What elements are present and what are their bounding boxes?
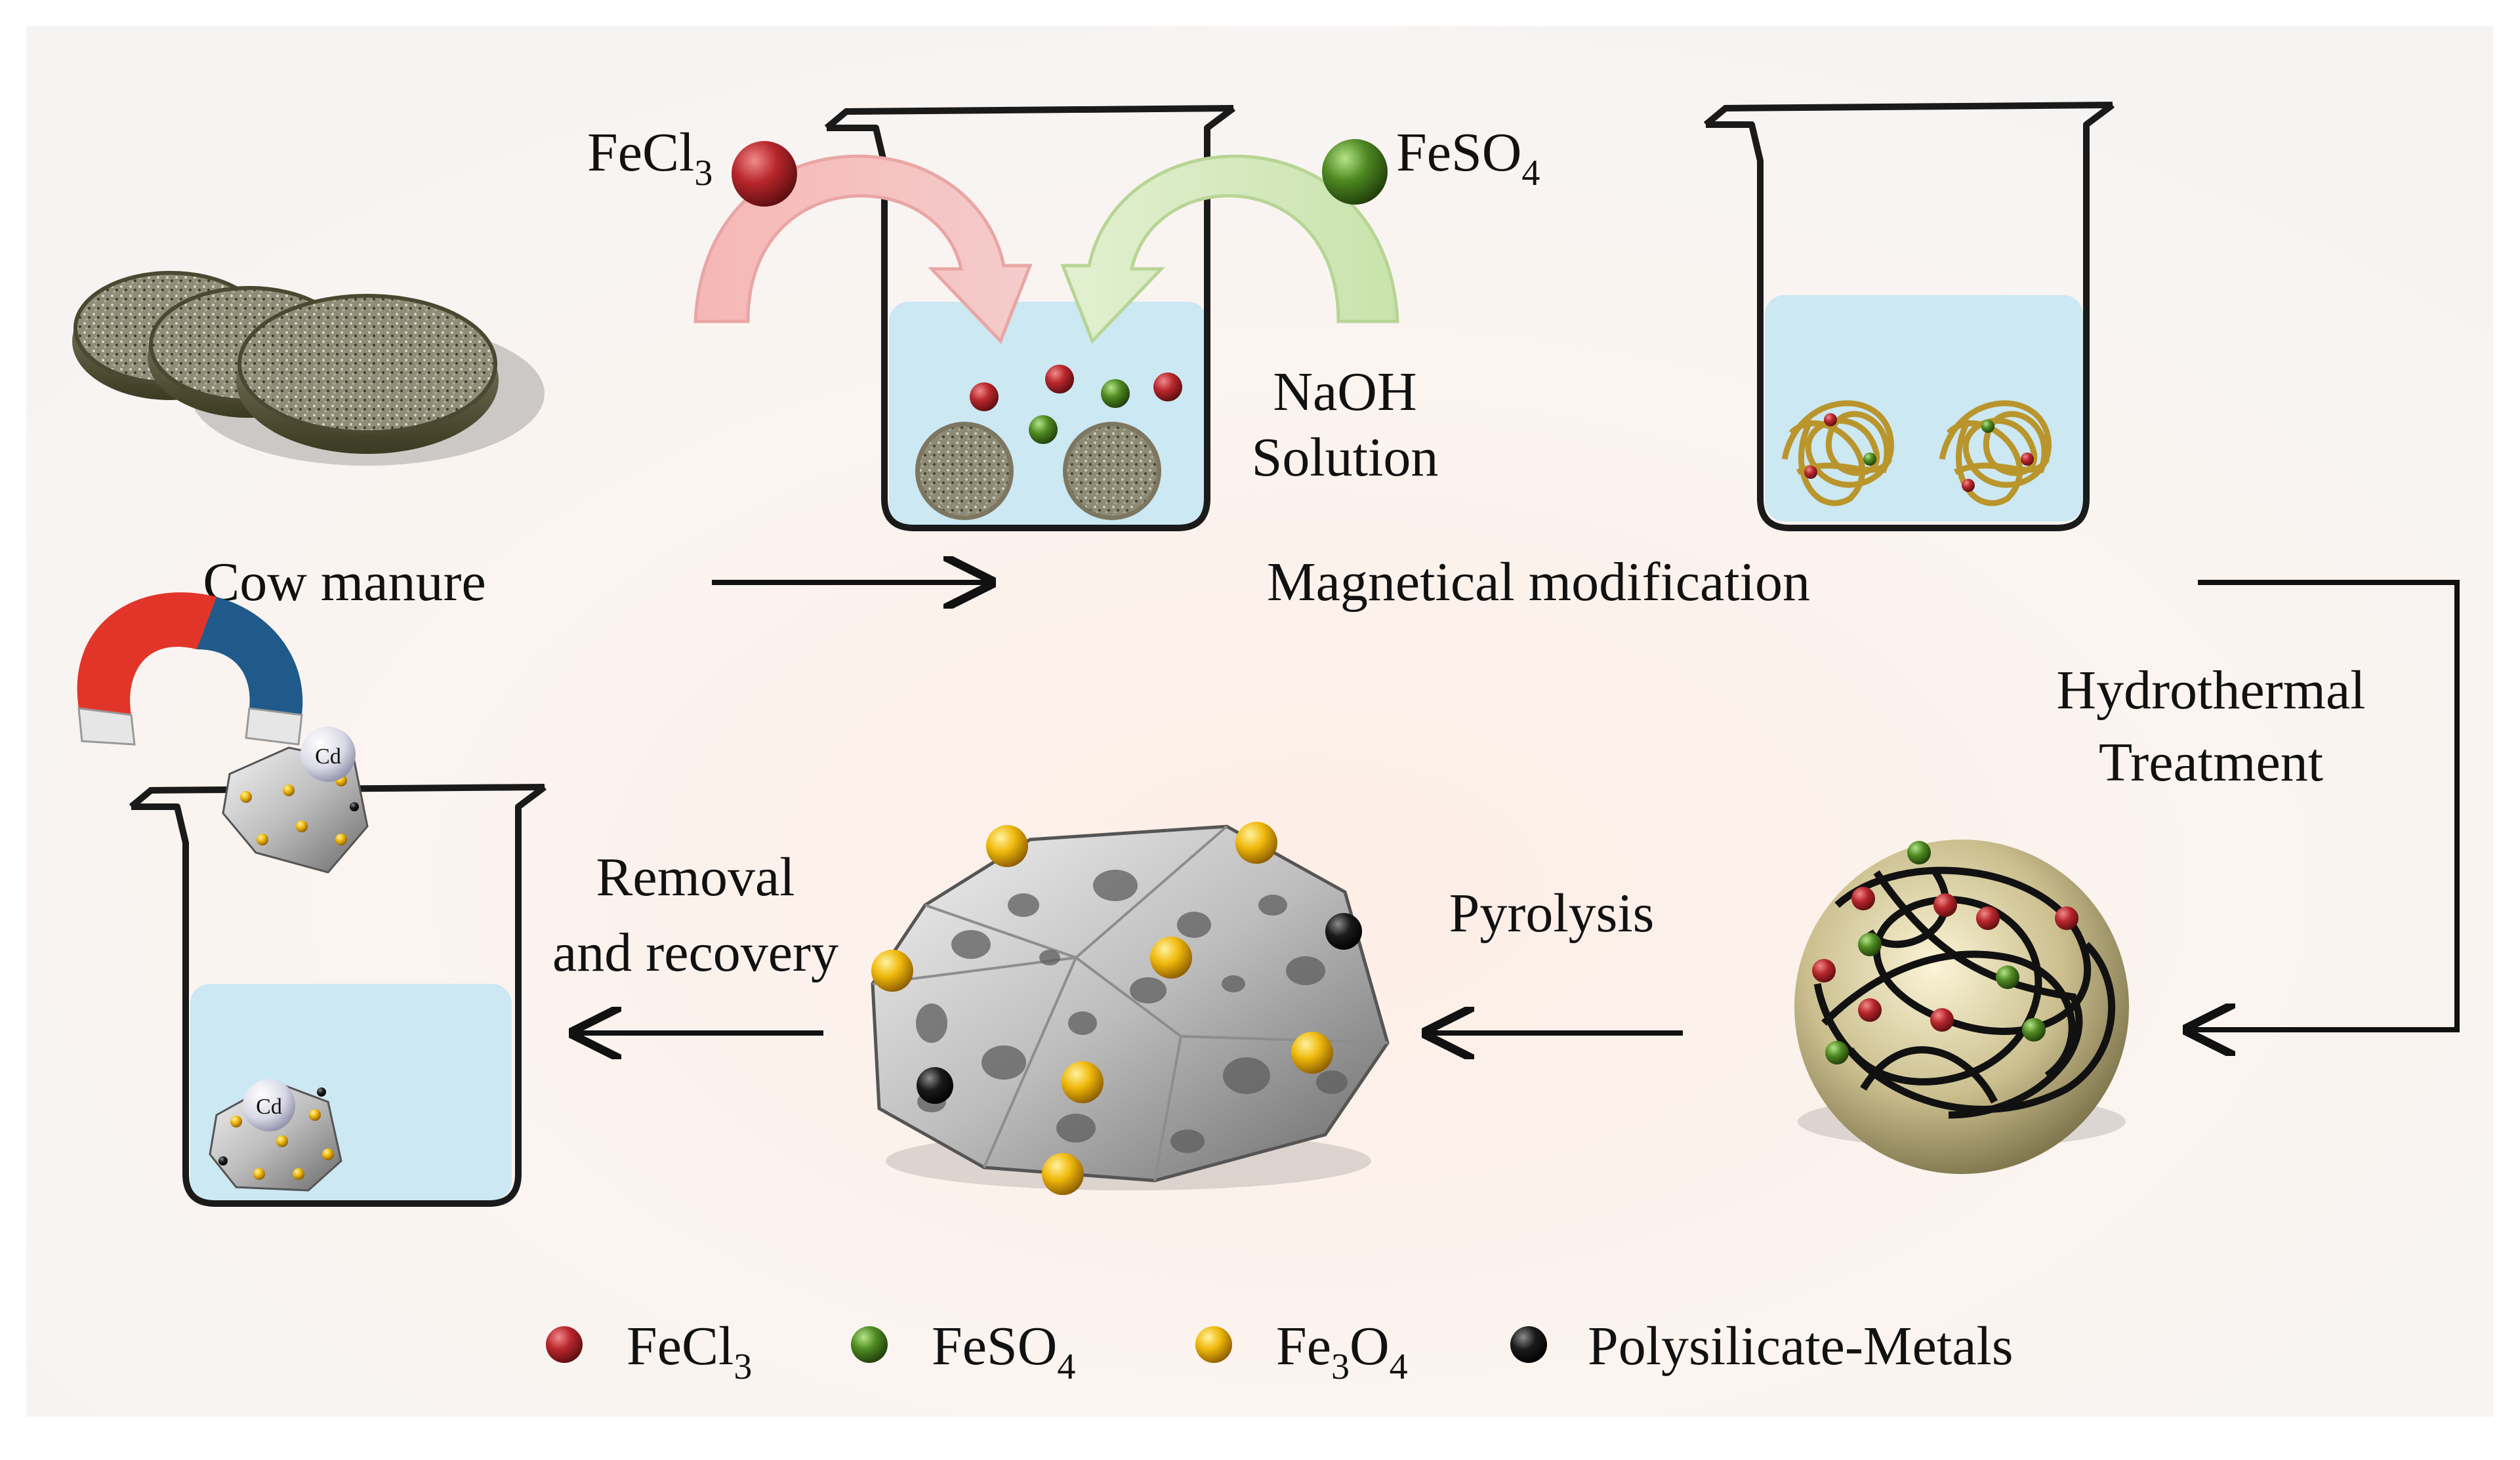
cow-manure-cakes xyxy=(72,271,545,466)
label-removal: Removal xyxy=(596,847,795,908)
label-cow-manure: Cow manure xyxy=(203,552,486,613)
label-cd-top: Cd xyxy=(315,744,341,769)
label-feso4-top: FeSO4 xyxy=(1396,122,1540,193)
beaker-fibers xyxy=(1703,102,2115,531)
label-cd-bottom: Cd xyxy=(256,1095,282,1119)
beaker-removal: Cd xyxy=(129,784,547,1207)
legend-swatch-fe3o4 xyxy=(1195,1326,1232,1363)
fecl3-ion xyxy=(1045,365,1074,394)
biomass-clump-left xyxy=(915,422,1014,520)
label-treatment: Treatment xyxy=(2099,732,2323,793)
legend-swatch-polysilicate xyxy=(1510,1326,1547,1363)
cd-ion-bottom xyxy=(243,1079,295,1131)
arrow-hydrothermal xyxy=(2188,580,2460,1030)
biomass-clump-right xyxy=(1063,422,1161,520)
legend-label-fecl3: FeCl3 xyxy=(627,1316,752,1387)
cd-ion-top xyxy=(300,727,356,782)
background-panel xyxy=(26,26,2493,1417)
fecl3-ion xyxy=(970,382,999,411)
beaker-modification xyxy=(824,105,1235,531)
fecl3-ion xyxy=(1153,373,1182,401)
label-and-recovery: and recovery xyxy=(552,922,838,983)
feso4-ball xyxy=(1322,139,1388,205)
magnetic-biochar-particle xyxy=(871,822,1390,1195)
label-magnetical-modification: Magnetical modification xyxy=(1267,552,1810,613)
lifted-particle: Cd xyxy=(222,727,369,874)
sunk-particle: Cd xyxy=(209,1079,342,1192)
label-pyrolysis: Pyrolysis xyxy=(1449,883,1655,944)
legend-swatch-fecl3 xyxy=(546,1326,583,1363)
legend-label-fe3o4: Fe3O4 xyxy=(1276,1316,1408,1387)
label-fecl3-top: FeCl3 xyxy=(587,122,713,193)
legend: FeCl3 FeSO4 Fe3O4 Polysilicate-Metals xyxy=(546,1316,2014,1387)
label-hydrothermal: Hydrothermal xyxy=(2056,660,2365,721)
magnet-icon xyxy=(77,592,303,746)
feso4-ion xyxy=(1101,379,1130,408)
hydrochar-sphere xyxy=(1794,840,2129,1174)
legend-swatch-feso4 xyxy=(851,1326,888,1363)
legend-label-feso4: FeSO4 xyxy=(932,1316,1075,1387)
feso4-ion xyxy=(1029,415,1058,444)
label-solution: Solution xyxy=(1252,427,1439,488)
label-naoh: NaOH xyxy=(1273,361,1416,422)
legend-label-polysilicate: Polysilicate-Metals xyxy=(1588,1316,2014,1377)
fecl3-ball xyxy=(732,141,797,207)
